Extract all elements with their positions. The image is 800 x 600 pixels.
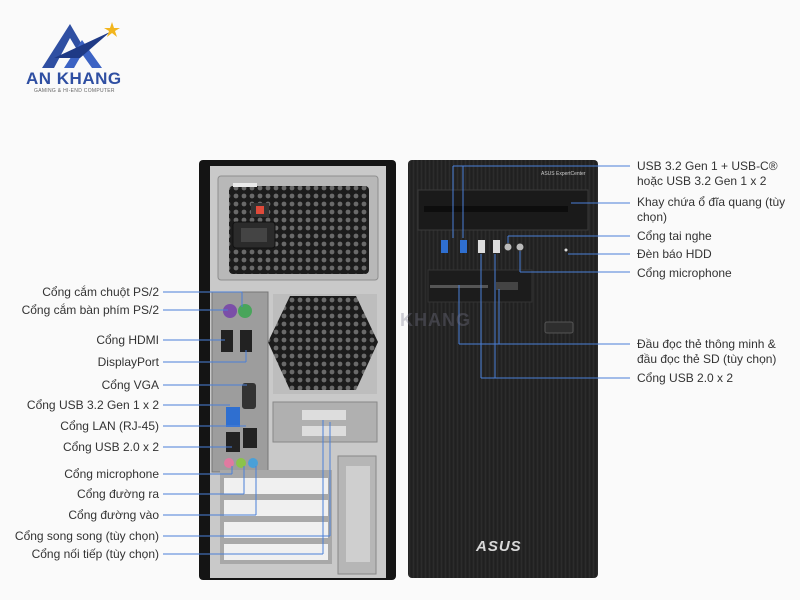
brand-logo-icon [42,22,120,68]
label-line-out: Cổng đường ra [77,487,159,501]
brand-name: AN KHANG [26,69,122,88]
label-front-usb32-line2: hoặc USB 3.2 Gen 1 x 2 [637,174,767,188]
label-vga: Cổng VGA [101,378,159,392]
label-headphone: Cổng tai nghe [637,229,712,243]
label-card-reader-line2: đầu đọc thẻ SD (tùy chọn) [637,352,777,366]
label-front-usb32-line1: USB 3.2 Gen 1 + USB-C® [637,159,778,173]
back-panel [199,160,396,580]
label-displayport: DisplayPort [97,355,159,369]
label-front-usb20: Cổng USB 2.0 x 2 [637,371,734,385]
label-hdmi: Cổng HDMI [96,333,159,347]
label-lan: Cổng LAN (RJ-45) [60,419,159,433]
label-card-reader: Đầu đọc thẻ thông minh & đầu đọc thẻ SD … [637,337,776,367]
label-optical-bay: Khay chứa ổ đĩa quang (tùy chọn) [637,195,785,225]
label-serial-port: Cổng nối tiếp (tùy chọn) [31,547,159,561]
label-microphone-back: Cổng microphone [64,467,159,481]
watermark: KHANG [400,310,471,330]
label-parallel-port: Cổng song song (tùy chọn) [14,529,159,543]
label-usb32-back: Cổng USB 3.2 Gen 1 x 2 [26,398,159,412]
label-card-reader-line1: Đầu đọc thẻ thông minh & [637,337,776,351]
front-panel [408,160,598,578]
label-ps2-mouse: Cổng cắm chuột PS/2 [42,285,159,299]
label-microphone-front: Cổng microphone [637,266,732,280]
label-optical-bay-line1: Khay chứa ổ đĩa quang (tùy [637,195,786,209]
brand-logo [24,18,134,98]
brand-tagline: GAMING & HI-END COMPUTER [34,88,115,94]
front-logo: ASUS [476,538,522,555]
label-optical-bay-line2: chọn) [637,210,668,224]
label-front-usb32: USB 3.2 Gen 1 + USB-C® hoặc USB 3.2 Gen … [637,159,778,189]
leader-lines [163,165,630,555]
front-model-label: ASUS ExpertCenter [541,171,586,177]
label-line-in: Cổng đường vào [68,508,159,522]
label-ps2-keyboard: Cổng cắm bàn phím PS/2 [21,303,159,317]
label-hdd-led: Đèn báo HDD [637,247,712,261]
label-usb20-back: Cổng USB 2.0 x 2 [62,440,159,454]
